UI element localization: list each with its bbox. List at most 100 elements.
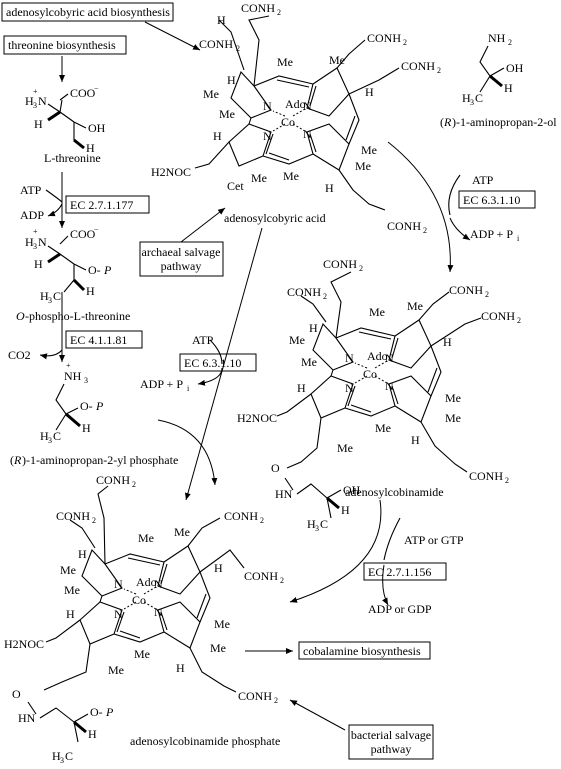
atom-conh2: CONH bbox=[287, 285, 321, 299]
molecule-adenosylcobyric-acid: Ado Co N N N N CONH 2 CONH 2 H Me Me Me … bbox=[151, 1, 441, 235]
arrow-to-adenosylcobyric-acid bbox=[144, 21, 201, 51]
subscript: 2 bbox=[437, 66, 441, 75]
atom-p: P bbox=[103, 263, 112, 277]
atom-me: Me bbox=[337, 441, 353, 455]
box-ec-6-3-1-10-right: EC 6.3.1.10 bbox=[458, 190, 536, 209]
atom-me: Me bbox=[251, 171, 267, 185]
label-adenosylcobinamide-phosphate: adenosylcobinamide phosphate bbox=[130, 734, 280, 748]
ec-label-2-7-1-177: EC 2.7.1.177 bbox=[70, 198, 133, 212]
atom-co: Co bbox=[363, 367, 377, 381]
atom-h3n: H bbox=[25, 94, 34, 108]
atom-conh2: CONH bbox=[367, 31, 401, 45]
subscript: 2 bbox=[280, 576, 284, 585]
box-threonine-biosynthesis: threonine biosynthesis bbox=[3, 35, 127, 55]
atom-conh2: CONH bbox=[481, 309, 515, 323]
atom-conh2: CONH bbox=[449, 283, 483, 297]
box-cobalamine-biosynthesis: cobalamine biosynthesis bbox=[298, 641, 431, 660]
atom-h3c: H bbox=[52, 749, 61, 763]
atom-n: N bbox=[345, 381, 354, 395]
arrow-acid-to-cobinamide bbox=[387, 141, 454, 273]
atom-me: Me bbox=[301, 355, 317, 369]
subscript: 2 bbox=[423, 226, 427, 235]
atom-h: H bbox=[34, 257, 43, 271]
subscript: 2 bbox=[505, 476, 509, 485]
label-r: R bbox=[443, 115, 452, 129]
atom-h: H bbox=[214, 561, 223, 575]
atom-conh2: CONH bbox=[387, 219, 421, 233]
molecule-adenosylcobinamide-phosphate: Ado Co N N N N CONH 2 CONH 2 H Me Me Me … bbox=[4, 473, 284, 765]
atom-h: H bbox=[213, 129, 222, 143]
box-ec-6-3-1-10-left: EC 6.3.1.10 bbox=[179, 353, 257, 372]
atom-nh2: NH bbox=[488, 31, 506, 45]
atom-h3c: H bbox=[307, 517, 316, 531]
subscript: 2 bbox=[517, 316, 521, 325]
atom-h3c: H bbox=[40, 289, 49, 303]
subscript: 2 bbox=[508, 38, 512, 47]
charge-plus: + bbox=[33, 227, 38, 236]
atom-h2noc: H2NOC bbox=[151, 165, 191, 179]
atom-me: Me bbox=[369, 305, 385, 319]
label-o-phospho-threonine: -phospho-L-threonine bbox=[25, 309, 130, 323]
subscript: 2 bbox=[323, 292, 327, 301]
atom-me: Me bbox=[375, 421, 391, 435]
archaeal-salvage-line2: pathway bbox=[161, 259, 202, 273]
subscript: 2 bbox=[260, 516, 264, 525]
atom-h: H bbox=[309, 321, 318, 335]
bacterial-salvage-line1: bacterial salvage bbox=[351, 728, 431, 742]
atom-n: N bbox=[345, 351, 354, 365]
atom-h3c: H bbox=[462, 91, 471, 105]
atom-conh2: CONH bbox=[469, 469, 503, 483]
atom-me: Me bbox=[60, 563, 76, 577]
atom-me: Me bbox=[64, 583, 80, 597]
molecule-aminopropyl-phosphate: NH 3 + O- P H H 3 C ( R ) -1-aminopropan… bbox=[10, 361, 178, 467]
atom-h: H bbox=[227, 73, 236, 87]
atom-c: C bbox=[65, 749, 73, 763]
atom-h: H bbox=[504, 81, 513, 95]
atom-n: N bbox=[114, 577, 123, 591]
atom-me: Me bbox=[214, 617, 230, 631]
arrow-aminopropyl-to-phosphate-curve bbox=[157, 419, 218, 486]
atom-h: H bbox=[325, 181, 334, 195]
atom-n: N bbox=[303, 99, 312, 113]
atom-h: H bbox=[297, 381, 306, 395]
atom-me: Me bbox=[210, 641, 226, 655]
subscript: 3 bbox=[48, 296, 52, 305]
atom-coo: COO bbox=[70, 86, 96, 100]
atom-me: Me bbox=[289, 333, 305, 347]
cofactor-adp-1: ADP bbox=[20, 208, 44, 222]
paren: ) bbox=[22, 453, 26, 467]
cofactor-atp-3: ATP bbox=[472, 173, 494, 187]
atom-h: H bbox=[86, 284, 95, 298]
cofactor-atp-1: ATP bbox=[20, 183, 42, 197]
atom-n: N bbox=[114, 607, 123, 621]
cofactor-adp-pi-3: ADP + P bbox=[470, 227, 513, 241]
ec-label-6-3-1-10-right: EC 6.3.1.10 bbox=[463, 193, 520, 207]
atom-hn: HN bbox=[18, 711, 36, 725]
atom-me: Me bbox=[283, 169, 299, 183]
atom-n: N bbox=[38, 235, 47, 249]
atom-oh: OH bbox=[343, 483, 361, 497]
paren: ) bbox=[452, 115, 456, 129]
atom-ado: Ado bbox=[367, 349, 388, 363]
atom-p: P bbox=[95, 399, 104, 413]
atom-h: H bbox=[88, 727, 97, 741]
cofactor-atp-or-gtp: ATP or GTP bbox=[404, 533, 464, 547]
atom-o: O bbox=[271, 461, 280, 475]
atom-cet: Cet bbox=[227, 179, 244, 193]
atom-c: C bbox=[320, 517, 328, 531]
atom-n: N bbox=[38, 94, 47, 108]
subscript: 3 bbox=[84, 376, 88, 385]
label-adenosylcobinamide: adenosylcobinamide bbox=[345, 485, 444, 499]
charge-plus: + bbox=[33, 87, 38, 96]
atom-n: N bbox=[303, 127, 312, 141]
archaeal-salvage-line1: archaeal salvage bbox=[142, 245, 221, 259]
atom-me: Me bbox=[138, 531, 154, 545]
atom-h2noc: H2NOC bbox=[237, 411, 277, 425]
label-adenosylcobyric-acid: adenosylcobyric acid bbox=[224, 211, 326, 225]
atom-h: H bbox=[443, 335, 452, 349]
box-ec-2-7-1-177: EC 2.7.1.177 bbox=[65, 195, 150, 214]
atom-o-p: O- bbox=[88, 263, 101, 277]
subscript: 2 bbox=[485, 290, 489, 299]
atom-me: Me bbox=[407, 299, 423, 313]
atom-h: H bbox=[365, 85, 374, 99]
